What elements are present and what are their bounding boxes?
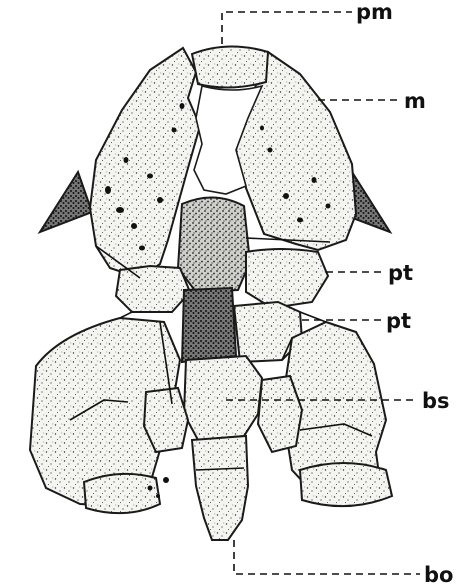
leader-pm — [222, 12, 352, 44]
left-lateral-process — [40, 172, 92, 232]
basioccipital — [192, 436, 248, 540]
label-bs: bs — [422, 389, 450, 413]
premaxilla — [192, 46, 268, 87]
leader-bo — [234, 540, 420, 574]
basisphenoid — [184, 356, 262, 440]
right-pterygoid-upper — [246, 249, 328, 308]
vomer-block — [178, 197, 250, 292]
label-pt-lower: pt — [386, 309, 411, 333]
label-pm: pm — [356, 0, 393, 24]
left-condyle — [84, 474, 160, 513]
right-condyle — [300, 463, 392, 506]
label-m: m — [404, 89, 426, 113]
central-dark-column — [182, 288, 236, 362]
left-quadrate-element — [144, 388, 188, 452]
left-pterygoid-upper — [116, 266, 190, 312]
label-bo: bo — [424, 563, 453, 584]
label-pt-upper: pt — [388, 261, 413, 285]
